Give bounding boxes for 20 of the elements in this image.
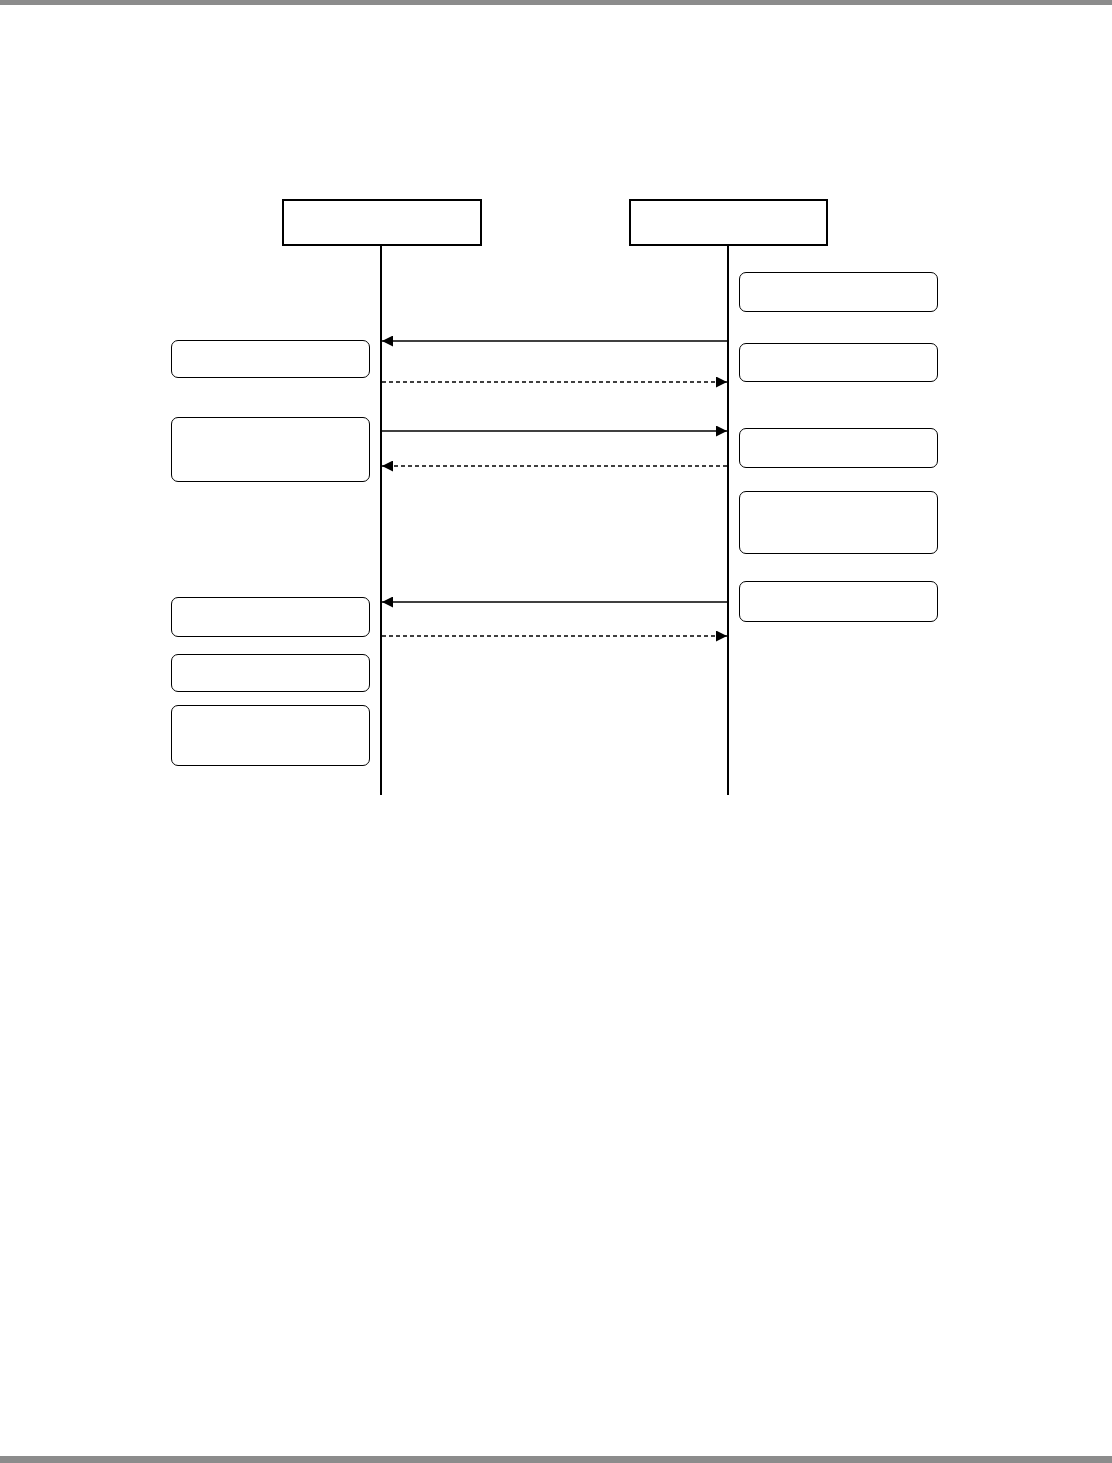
arrow — [381, 335, 728, 347]
note-box — [739, 428, 938, 468]
note-box — [739, 343, 938, 382]
participant-box — [629, 199, 828, 246]
note-box — [171, 654, 370, 692]
dashed-arrow — [381, 460, 728, 472]
dashed-arrow — [381, 630, 728, 642]
note-box — [739, 491, 938, 554]
arrow — [381, 596, 728, 608]
note-box — [171, 340, 370, 378]
lifeline — [727, 246, 729, 795]
note-box — [171, 417, 370, 482]
note-box — [171, 597, 370, 637]
participant-box — [282, 199, 482, 246]
note-box — [739, 581, 938, 622]
note-box — [171, 705, 370, 766]
note-box — [739, 272, 938, 312]
dashed-arrow — [381, 376, 728, 388]
arrow — [381, 425, 728, 437]
lifeline — [380, 246, 382, 795]
